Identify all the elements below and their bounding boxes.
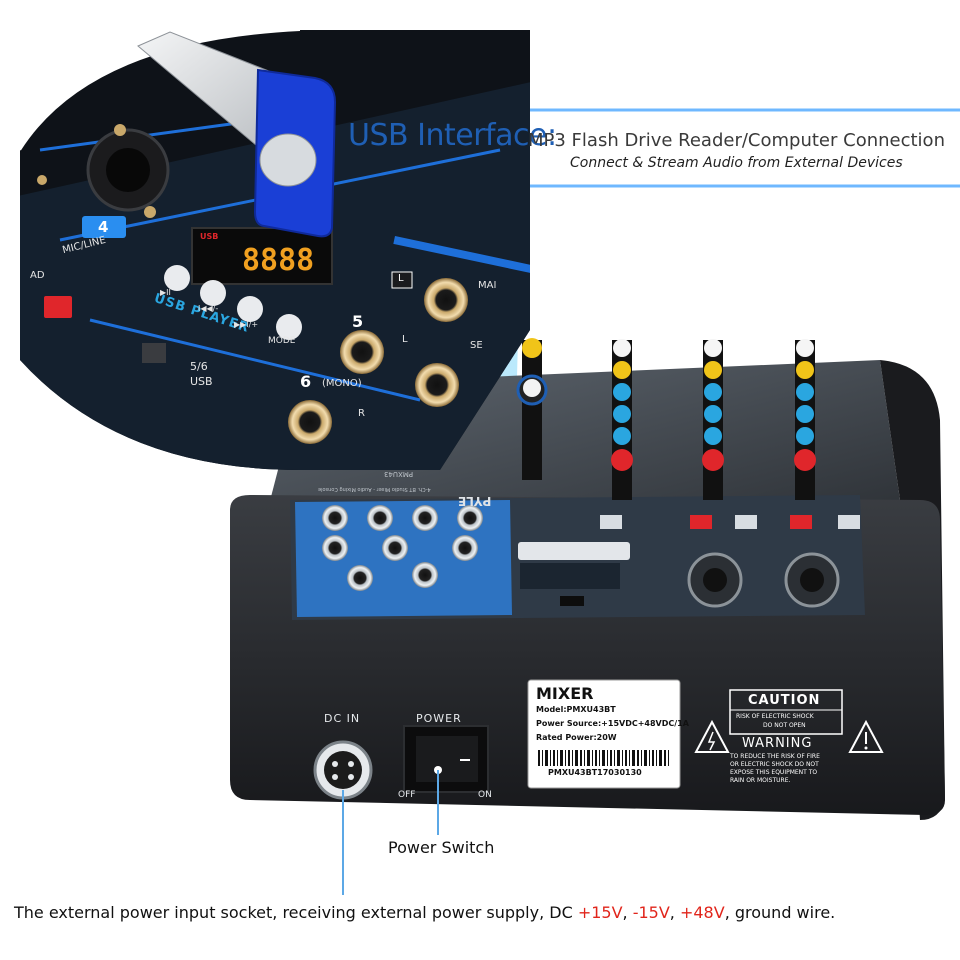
previous-button: [200, 280, 226, 306]
channel-strip-2: [611, 339, 633, 500]
l-badge: [391, 271, 413, 289]
caution-line-1: RISK OF ELECTRIC SHOCK: [736, 713, 814, 720]
usb-title-text: USB Interface: [348, 118, 547, 153]
caution-line-2: DO NOT OPEN: [763, 722, 806, 729]
play-pause-button: [164, 265, 190, 291]
off-label: OFF: [398, 790, 416, 800]
channel-6-label: 6: [300, 372, 312, 391]
mixer-usb-player: [518, 542, 630, 606]
zoom-view-border: [19, 29, 301, 151]
lightning-warning-icon: [694, 719, 730, 753]
power-switch-callout: Power Switch: [388, 838, 495, 857]
warning-title: WARNING: [742, 736, 813, 751]
usb-flash-drive: [137, 31, 337, 238]
usb-interface-title: USB Interface:: [348, 118, 557, 153]
usb-title-colon: :: [546, 118, 557, 153]
warning-line-4: RAIN OR MOISTURE.: [730, 777, 791, 784]
caption-end: , ground wire.: [724, 903, 836, 922]
dc-in-caption: The external power input socket, receivi…: [14, 903, 835, 922]
mode-button: [276, 314, 302, 340]
next-button: [237, 296, 263, 322]
usb-player-display: [191, 227, 333, 285]
usb-source-label: USB: [190, 375, 213, 388]
barcode: [538, 750, 669, 766]
main-label: MAI: [478, 280, 497, 291]
sticker-rated-power: Rated Power:20W: [536, 733, 617, 742]
mixer-blue-section: [295, 500, 512, 617]
usb-badge-label: USB: [200, 232, 219, 241]
warning-line-3: EXPOSE THIS EQUIPMENT TO: [730, 769, 818, 776]
mixer-unit: [230, 338, 945, 820]
sticker-title: MIXER: [536, 684, 594, 703]
exclamation-warning-icon: [848, 719, 884, 753]
mode-label: MODE: [268, 336, 296, 346]
quarter-inch-jacks: [322, 505, 483, 591]
main-l-jack: [424, 278, 468, 322]
caution-title: CAUTION: [748, 693, 821, 708]
dc-in-socket: [313, 740, 373, 800]
play-pause-label: ▶II: [160, 288, 171, 297]
warning-line-2: OR ELECTRIC SHOCK DO NOT: [730, 761, 819, 768]
usb-toggle-button: [142, 343, 166, 363]
sticker-serial: PMXU43BT17030130: [548, 768, 642, 777]
caption-voltage-minus15: -15V: [632, 903, 670, 922]
power-label: POWER: [416, 712, 462, 725]
usb-interface-tagline: Connect & Stream Audio from External Dev…: [570, 155, 903, 171]
ch5-l-jack: [340, 330, 384, 374]
ch6-r-jack: [288, 400, 332, 444]
product-sticker: [527, 679, 681, 789]
channel-strip-3: [702, 339, 724, 500]
mixer-tagline-label: 4-Ch. BT Studio Mixer - Audio Mixing Con…: [318, 486, 431, 492]
channel-4-badge: [82, 216, 126, 238]
caption-voltage-plus15: +15V: [577, 903, 623, 922]
sticker-model: Model:PMXU43BT: [536, 705, 616, 714]
l-badge-label: L: [398, 273, 404, 284]
channel-5-label: 5: [352, 312, 364, 331]
previous-label: I◀◀/-: [198, 304, 219, 313]
caption-sep-1: ,: [622, 903, 633, 922]
xlr-combo-jacks: [600, 515, 860, 608]
sticker-power-source: Power Source:+15VDC+48VDC/1A: [536, 719, 689, 728]
dc-in-label: DC IN: [324, 712, 361, 725]
usb-drive-hinge: [259, 133, 317, 187]
l-input-label: L: [402, 334, 408, 345]
mixer-model-label: PMXU43: [384, 470, 414, 478]
send-label: SE: [470, 340, 483, 351]
next-label: ▶▶I/+: [234, 320, 259, 329]
send-jack: [415, 363, 459, 407]
caption-voltage-plus48: +48V: [679, 903, 725, 922]
channel-strip-4: [794, 339, 816, 500]
pad-label: AD: [30, 270, 45, 281]
display-segments: 8888: [242, 243, 314, 278]
mono-label: (MONO): [322, 378, 362, 389]
caption-sep-2: ,: [669, 903, 680, 922]
power-switch: [403, 725, 489, 793]
channel-5-6-label: 5/6: [190, 360, 208, 373]
on-label: ON: [478, 790, 492, 800]
channel-strip-1: [516, 338, 548, 480]
caption-text-1: The external power input socket, receivi…: [14, 903, 578, 922]
pad-button: [44, 296, 72, 318]
usb-interface-subtitle: MP3 Flash Drive Reader/Computer Connecti…: [528, 130, 945, 151]
warning-line-1: TO REDUCE THE RISK OF FIRE: [730, 753, 820, 760]
channel-4-label: 4: [98, 218, 109, 236]
brand-label: PYLE: [458, 494, 492, 508]
r-input-label: R: [358, 408, 365, 419]
caution-block: [694, 689, 884, 753]
knob-columns: [516, 338, 816, 500]
